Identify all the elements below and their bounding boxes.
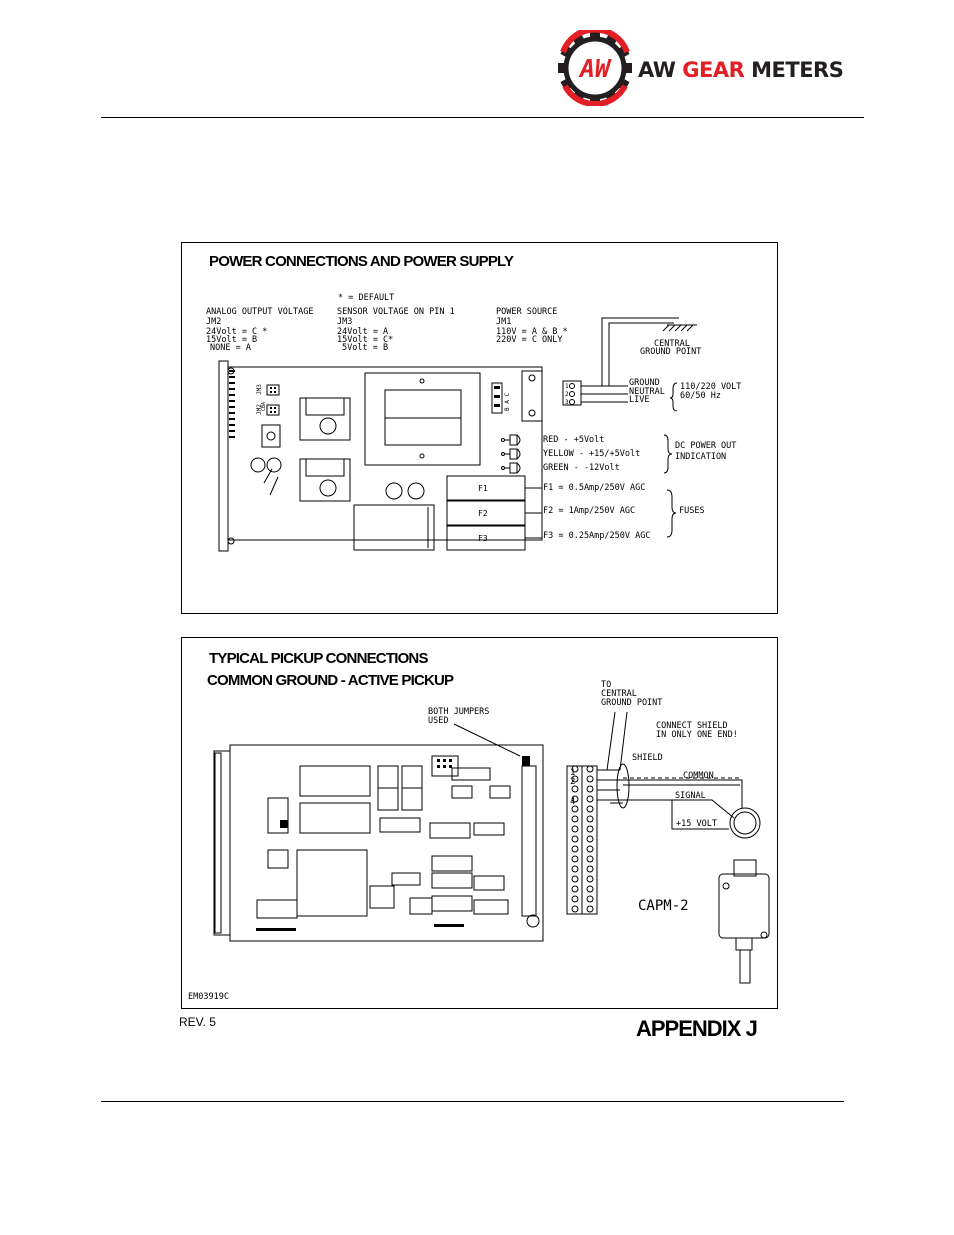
brand-wordmark: AW GEAR METERS <box>638 58 844 82</box>
wire-label: SHIELD <box>632 753 663 763</box>
ground-label: CENTRAL <box>654 339 690 349</box>
pickup-model: CAPM-2 <box>638 898 689 914</box>
brand-logo-icon: AW <box>558 30 632 106</box>
board-jm1-letters: B A C <box>504 393 511 411</box>
to-ground-note: TO <box>601 680 612 690</box>
to-ground-note: CENTRAL <box>601 689 637 699</box>
sensor-heading: SENSOR VOLTAGE ON PIN 1 <box>337 307 455 317</box>
brand-aw: AW <box>638 58 676 82</box>
mains-label: GROUND <box>629 378 660 388</box>
to-ground-note: GROUND POINT <box>601 698 663 708</box>
appendix-title: APPENDIX J <box>636 1016 758 1041</box>
header-rule <box>101 117 864 118</box>
mains-label: LIVE <box>629 395 650 405</box>
fuse-rating: F1 = 0.5Amp/250V AGC <box>543 483 646 493</box>
sensor-line: 5Volt = B <box>342 343 389 353</box>
fuse-box-label: F2 <box>478 509 488 518</box>
board-jm2-label: JM2 <box>256 404 263 415</box>
mains-label: NEUTRAL <box>629 387 665 397</box>
fuses-label: FUSES <box>679 506 705 516</box>
brand-gear: GEAR <box>682 58 745 82</box>
wire-label: +15 VOLT <box>676 819 717 829</box>
default-note: * = DEFAULT <box>338 293 395 303</box>
analog-line: 24Volt = C * <box>206 327 268 337</box>
panel1-title: POWER CONNECTIONS AND POWER SUPPLY <box>209 253 514 270</box>
analog-jumper: JM2 <box>206 317 222 327</box>
terminal-number: 1 <box>570 768 575 778</box>
analog-line: NONE = A <box>210 343 251 353</box>
led-label: RED - +5Volt <box>543 435 605 445</box>
footer-rule <box>101 1101 844 1102</box>
wire-label: COMMON <box>683 771 714 781</box>
panel2-title: TYPICAL PICKUP CONNECTIONS <box>209 650 428 667</box>
wire-label: SIGNAL <box>675 791 706 801</box>
drawing-number: EM03919C <box>188 992 229 1002</box>
power-source-heading: POWER SOURCE <box>496 307 558 317</box>
terminal-label: 3 <box>565 399 569 406</box>
board-cba-label: CBA <box>261 402 267 411</box>
power-connections-panel: POWER CONNECTIONS AND POWER SUPPLY * = D… <box>181 242 778 614</box>
led-label: YELLOW - +15/+5Volt <box>543 449 641 459</box>
sensor-line: 24Volt = A <box>337 327 389 337</box>
fuse-rating: F2 = 1Amp/250V AGC <box>543 506 636 516</box>
led-label: GREEN - -12Volt <box>543 463 620 473</box>
analog-line: 15Volt = B <box>206 335 258 345</box>
sensor-jumper: JM3 <box>337 317 353 327</box>
jumpers-note: USED <box>428 716 449 726</box>
revision-label: REV. 5 <box>179 1015 216 1029</box>
fuse-box-label: F1 <box>478 484 488 493</box>
shield-note: IN ONLY ONE END! <box>656 730 738 740</box>
board-jm3-label: JM3 <box>256 384 263 395</box>
dc-power-label: INDICATION <box>675 452 727 462</box>
terminal-label: 1 <box>565 383 569 390</box>
pickup-wiring-diagram: 1 2 4 SHIELD COMMON SIGNAL +15 VOLT CAPM… <box>213 711 770 984</box>
fuse-rating: F3 = 0.25Amp/250V AGC <box>543 531 651 541</box>
jumpers-note: BOTH JUMPERS <box>428 707 490 717</box>
brand-meters: METERS <box>751 58 844 82</box>
terminal-number: 4 <box>570 797 575 807</box>
logo-mark: AW <box>578 54 612 83</box>
terminal-number: 2 <box>570 777 575 787</box>
power-supply-diagram: JM3 JM2 CBA B A C 1 2 3 F1 F2 F3 <box>218 317 697 552</box>
voltage-label: 110/220 VOLT <box>680 382 742 392</box>
power-source-line: 110V = A & B * <box>496 327 568 337</box>
terminal-label: 2 <box>565 391 569 398</box>
dc-power-label: DC POWER OUT <box>675 441 737 451</box>
power-source-jumper: JM1 <box>496 317 512 327</box>
pickup-connections-panel: TYPICAL PICKUP CONNECTIONS COMMON GROUND… <box>181 637 778 1009</box>
voltage-label: 60/50 Hz <box>680 391 721 401</box>
shield-note: CONNECT SHIELD <box>656 721 728 731</box>
power-source-line: 220V = C ONLY <box>496 335 563 345</box>
analog-heading: ANALOG OUTPUT VOLTAGE <box>206 307 314 317</box>
fuse-box-label: F3 <box>478 534 488 543</box>
ground-label: GROUND POINT <box>640 347 702 357</box>
sensor-line: 15Volt = C* <box>337 335 394 345</box>
panel2-subtitle: COMMON GROUND - ACTIVE PICKUP <box>207 672 454 689</box>
